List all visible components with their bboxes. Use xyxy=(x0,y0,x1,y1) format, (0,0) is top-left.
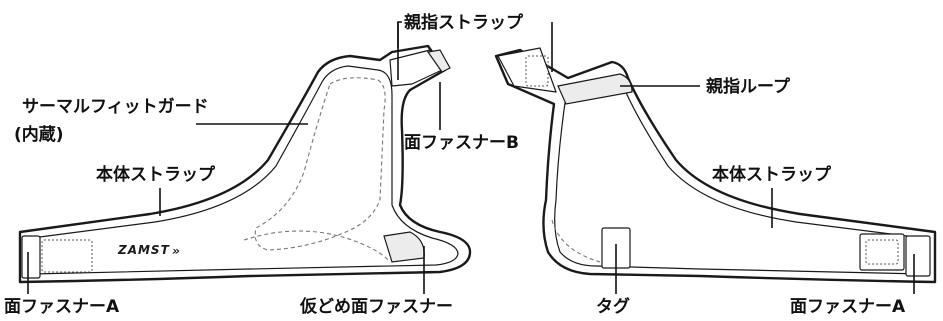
left-body-inner xyxy=(31,65,459,275)
right-body-inner xyxy=(554,80,924,275)
label-body-strap-right: 本体ストラップ xyxy=(712,164,832,185)
right-lower-pad-outline xyxy=(551,219,601,263)
label-thumb-strap: 親指ストラップ xyxy=(404,12,524,33)
right-velcro-a-tab xyxy=(905,235,931,277)
left-thumb-strap-hook xyxy=(426,49,451,73)
label-velcro-a-right: 面ファスナーA xyxy=(790,297,906,317)
label-thumb-loop: 親指ループ xyxy=(706,76,791,97)
zamst-logo: ZAMST xyxy=(117,243,170,257)
label-velcro-b: 面ファスナーB xyxy=(404,133,519,153)
label-thermal-fit-guard-line2: (内蔵) xyxy=(14,124,64,145)
label-velcro-a-left: 面ファスナーA xyxy=(4,297,120,317)
right-velcro-a-patch xyxy=(859,233,905,271)
label-tag: タグ xyxy=(596,296,630,317)
label-temp-velcro: 仮どめ面ファスナー xyxy=(299,296,453,317)
leader-lines xyxy=(27,21,915,294)
label-body-strap-left: 本体ストラップ xyxy=(96,164,216,185)
left-supporter: ZAMST » xyxy=(18,44,472,284)
right-supporter xyxy=(494,47,937,284)
left-velcro-a-patch xyxy=(21,235,41,279)
right-velcro-a-patch-inner xyxy=(865,239,899,265)
right-thumb-loop xyxy=(557,73,633,105)
label-thermal-fit-guard-line1: サーマルフィットガード xyxy=(22,97,209,117)
left-thumb-strap xyxy=(389,49,443,87)
right-thumb-strap xyxy=(497,47,557,93)
zamst-logo-arrows: » xyxy=(172,244,181,258)
left-lower-pad-outline xyxy=(243,230,391,263)
velcro-b-patch xyxy=(525,55,549,87)
labels: 親指ストラップ サーマルフィットガード (内蔵) 本体ストラップ 面ファスナーA… xyxy=(4,12,906,317)
